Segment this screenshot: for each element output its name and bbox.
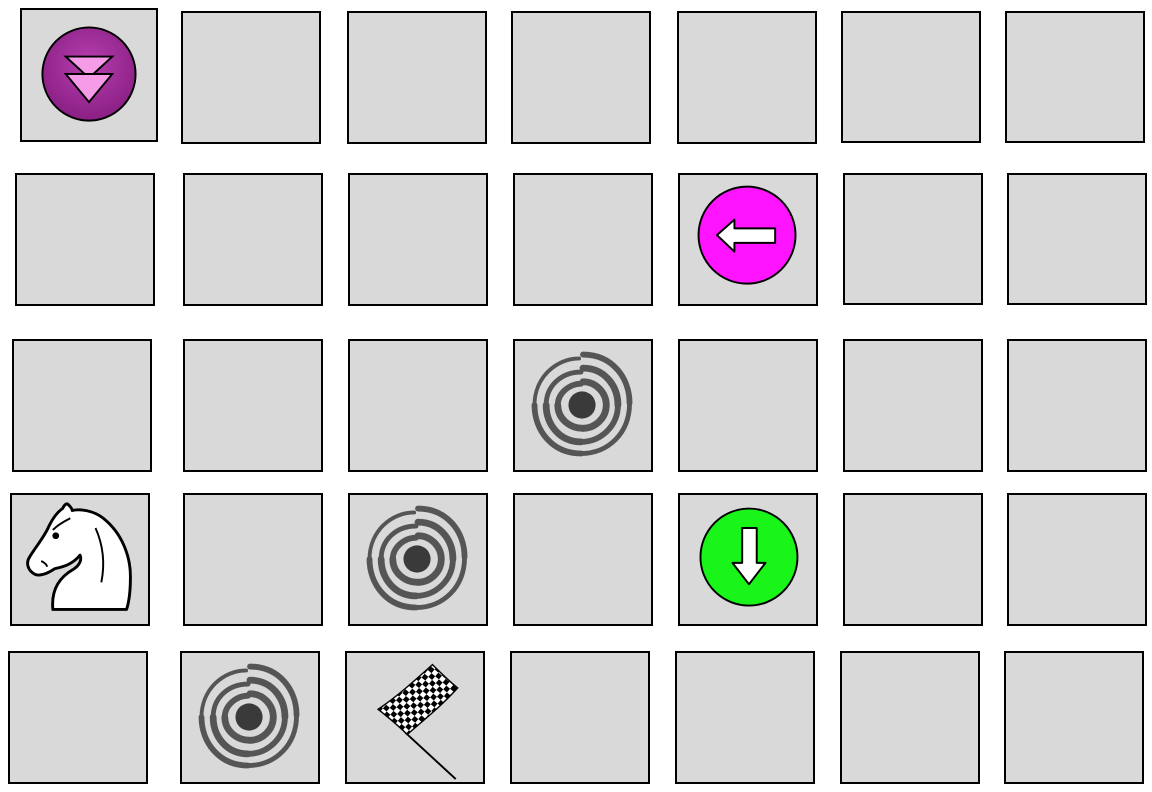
tile-r4-c4[interactable] (675, 651, 815, 784)
tile-r2-c5[interactable] (843, 339, 983, 472)
tile-r0-c0[interactable] (20, 8, 158, 142)
tile-r0-c4[interactable] (677, 11, 817, 144)
tile-r1-c1[interactable] (183, 173, 323, 306)
tile-r4-c3[interactable] (510, 651, 650, 784)
tile-r1-c4[interactable] (678, 173, 818, 306)
tile-r3-c2[interactable] (348, 493, 488, 626)
vortex-icon (350, 495, 486, 624)
double-down-chevron-icon (22, 10, 156, 140)
tile-r0-c1[interactable] (181, 11, 321, 144)
tile-r2-c3[interactable] (513, 339, 653, 472)
tile-r2-c4[interactable] (678, 339, 818, 472)
tile-r3-c6[interactable] (1007, 493, 1147, 626)
tile-r2-c1[interactable] (183, 339, 323, 472)
tile-r3-c5[interactable] (843, 493, 983, 626)
tile-r1-c6[interactable] (1007, 173, 1147, 305)
tile-r4-c1[interactable] (180, 651, 320, 784)
tile-r1-c0[interactable] (15, 173, 155, 306)
tile-r3-c0[interactable] (10, 493, 150, 626)
tile-r0-c6[interactable] (1005, 11, 1145, 143)
tile-r3-c3[interactable] (513, 493, 653, 626)
tile-r4-c6[interactable] (1004, 651, 1144, 784)
tile-r1-c2[interactable] (348, 173, 488, 306)
tile-r2-c0[interactable] (12, 339, 152, 472)
knight-icon (12, 495, 148, 624)
tile-r4-c5[interactable] (840, 651, 980, 784)
tile-r3-c4[interactable] (678, 493, 818, 626)
tile-r2-c6[interactable] (1007, 339, 1147, 472)
tile-r2-c2[interactable] (348, 339, 488, 472)
vortex-icon (515, 341, 651, 470)
tile-r0-c5[interactable] (841, 11, 981, 143)
vortex-icon (182, 653, 318, 782)
tile-r3-c1[interactable] (183, 493, 323, 626)
arrow-left-icon (680, 175, 816, 304)
tile-r4-c2[interactable] (345, 651, 485, 784)
tile-r1-c3[interactable] (513, 173, 653, 306)
tile-r4-c0[interactable] (8, 651, 148, 784)
tile-r1-c5[interactable] (843, 173, 983, 305)
tile-r0-c3[interactable] (511, 11, 651, 144)
checkered-flag-icon (347, 653, 483, 782)
arrow-down-icon (680, 495, 816, 624)
tile-r0-c2[interactable] (347, 11, 487, 144)
